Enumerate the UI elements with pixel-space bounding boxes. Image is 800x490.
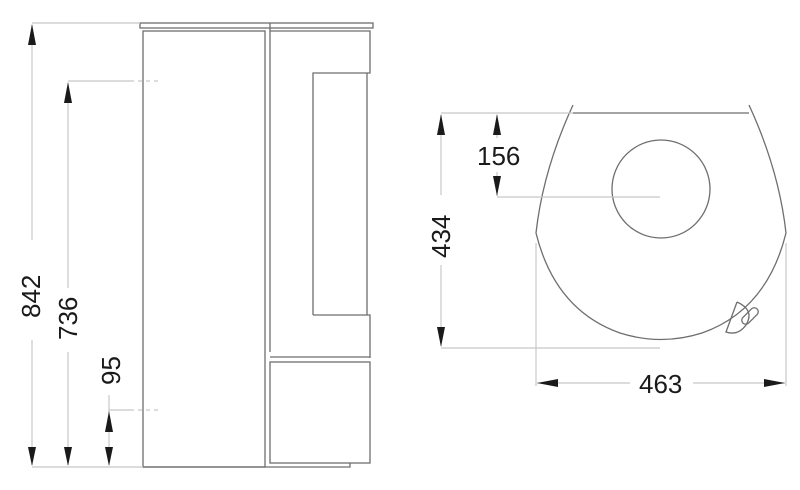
dimension-width: 463 [535, 243, 787, 399]
dimension-flue-height: 736 [53, 80, 162, 466]
dim-156-label: 156 [477, 141, 520, 171]
dim-463-label: 463 [639, 369, 682, 399]
arrow-down-icon [493, 176, 501, 196]
arrow-down-icon [28, 447, 36, 466]
stove-body-left [142, 30, 266, 468]
side-view: 842 736 95 [16, 22, 374, 468]
arrow-down-icon [64, 447, 72, 466]
upper-profile [270, 30, 371, 315]
arrow-up-icon [28, 24, 36, 45]
dim-736-label: 736 [53, 297, 83, 340]
arrow-up-icon [64, 82, 72, 103]
arrow-up-icon [105, 411, 113, 432]
flue-outlet [611, 139, 711, 239]
arrow-right-icon [764, 379, 785, 387]
storage-drawer [269, 361, 371, 464]
stove-top-outline [535, 104, 787, 341]
dim-842-label: 842 [16, 275, 46, 318]
plan-view: 434 156 463 [426, 104, 787, 399]
dimension-air-inlet: 95 [96, 356, 162, 466]
arrow-down-icon [437, 327, 445, 347]
dimension-total-height: 842 [16, 22, 143, 468]
dimension-depth: 434 [426, 112, 660, 349]
arrow-up-icon [493, 114, 501, 135]
dim-434-label: 434 [426, 215, 456, 258]
arrow-down-icon [105, 447, 113, 466]
base-line [143, 463, 351, 468]
dimension-flue-offset: 156 [477, 114, 660, 198]
window-right-edge [366, 73, 371, 358]
dim-95-label: 95 [96, 356, 126, 385]
arrow-up-icon [437, 114, 445, 135]
arrow-left-icon [537, 379, 558, 387]
handle-icon [725, 301, 759, 334]
top-plate [139, 22, 374, 29]
